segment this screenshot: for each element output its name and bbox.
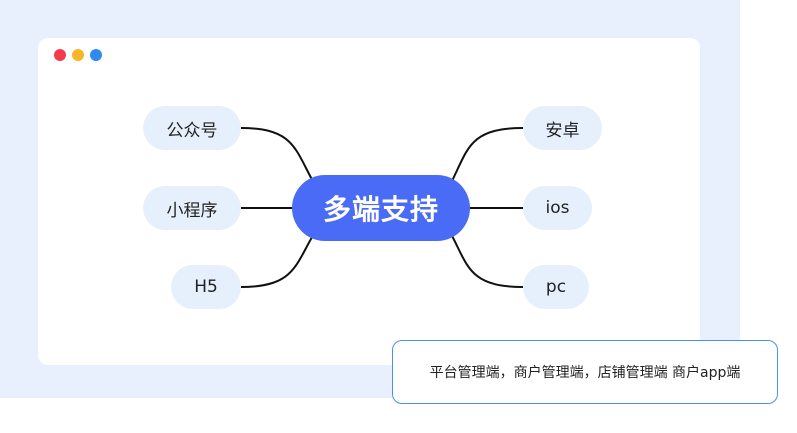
callout-box: 平台管理端，商户管理端，店铺管理端 商户app端 bbox=[392, 340, 778, 404]
maximize-dot-icon[interactable] bbox=[90, 49, 102, 61]
close-dot-icon[interactable] bbox=[54, 49, 66, 61]
connector-left-bottom bbox=[240, 231, 316, 288]
connector-right-top bbox=[449, 127, 524, 186]
center-node[interactable]: 多端支持 bbox=[292, 175, 470, 241]
connector-left-top bbox=[240, 127, 316, 186]
node-right-1[interactable]: 安卓 bbox=[523, 106, 602, 150]
minimize-dot-icon[interactable] bbox=[72, 49, 84, 61]
callout-text: 平台管理端，商户管理端，店铺管理端 商户app端 bbox=[429, 365, 741, 381]
node-left-2[interactable]: 小程序 bbox=[143, 186, 241, 230]
node-left-1[interactable]: 公众号 bbox=[143, 106, 241, 150]
node-right-3[interactable]: pc bbox=[523, 265, 589, 309]
node-right-2[interactable]: ios bbox=[523, 186, 592, 230]
node-left-3[interactable]: H5 bbox=[171, 265, 241, 309]
connector-right-bottom bbox=[449, 231, 524, 288]
